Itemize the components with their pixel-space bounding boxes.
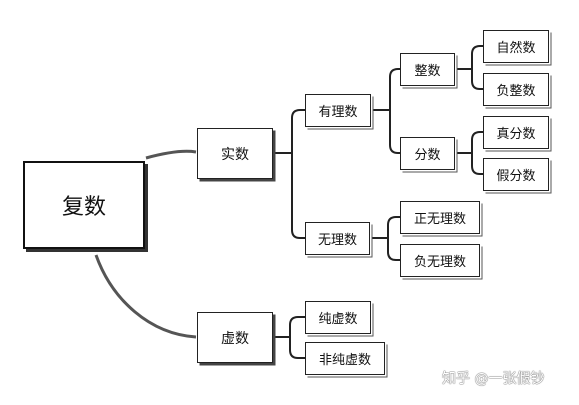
node-complex-number[interactable]: 复数 xyxy=(23,161,145,249)
link-irrational-negative xyxy=(387,238,401,261)
link-real-irrational xyxy=(291,153,306,239)
link-fraction-improper xyxy=(471,153,484,175)
node-improper-fraction[interactable]: 假分数 xyxy=(483,158,549,191)
link-imaginary-pure xyxy=(289,316,306,337)
node-real-number[interactable]: 实数 xyxy=(197,128,273,179)
node-positive-irrational[interactable]: 正无理数 xyxy=(400,201,480,234)
link-imaginary-nonpure xyxy=(289,337,306,359)
node-negative-irrational[interactable]: 负无理数 xyxy=(400,244,480,277)
node-imaginary-number[interactable]: 虚数 xyxy=(197,312,273,363)
node-rational-number[interactable]: 有理数 xyxy=(305,94,371,127)
link-fraction-proper xyxy=(471,131,484,153)
link-integer-natural xyxy=(471,45,484,69)
watermark: 知乎 @一张假钞 xyxy=(442,371,545,387)
link-root-real xyxy=(145,149,197,160)
node-negative-integer[interactable]: 负整数 xyxy=(483,73,549,106)
link-irrational-positive xyxy=(387,216,401,238)
node-fraction[interactable]: 分数 xyxy=(400,137,455,170)
node-pure-imaginary[interactable]: 纯虚数 xyxy=(305,301,371,334)
node-integer[interactable]: 整数 xyxy=(400,53,455,86)
link-root-imaginary xyxy=(94,254,197,339)
link-real-rational xyxy=(291,109,306,153)
link-rational-fraction xyxy=(389,110,401,154)
node-proper-fraction[interactable]: 真分数 xyxy=(483,116,549,149)
node-natural-number[interactable]: 自然数 xyxy=(483,30,549,63)
node-non-pure-imaginary[interactable]: 非纯虚数 xyxy=(305,342,385,375)
node-irrational-number[interactable]: 无理数 xyxy=(305,222,370,255)
link-rational-integer xyxy=(389,68,401,110)
link-integer-negative xyxy=(471,69,484,90)
